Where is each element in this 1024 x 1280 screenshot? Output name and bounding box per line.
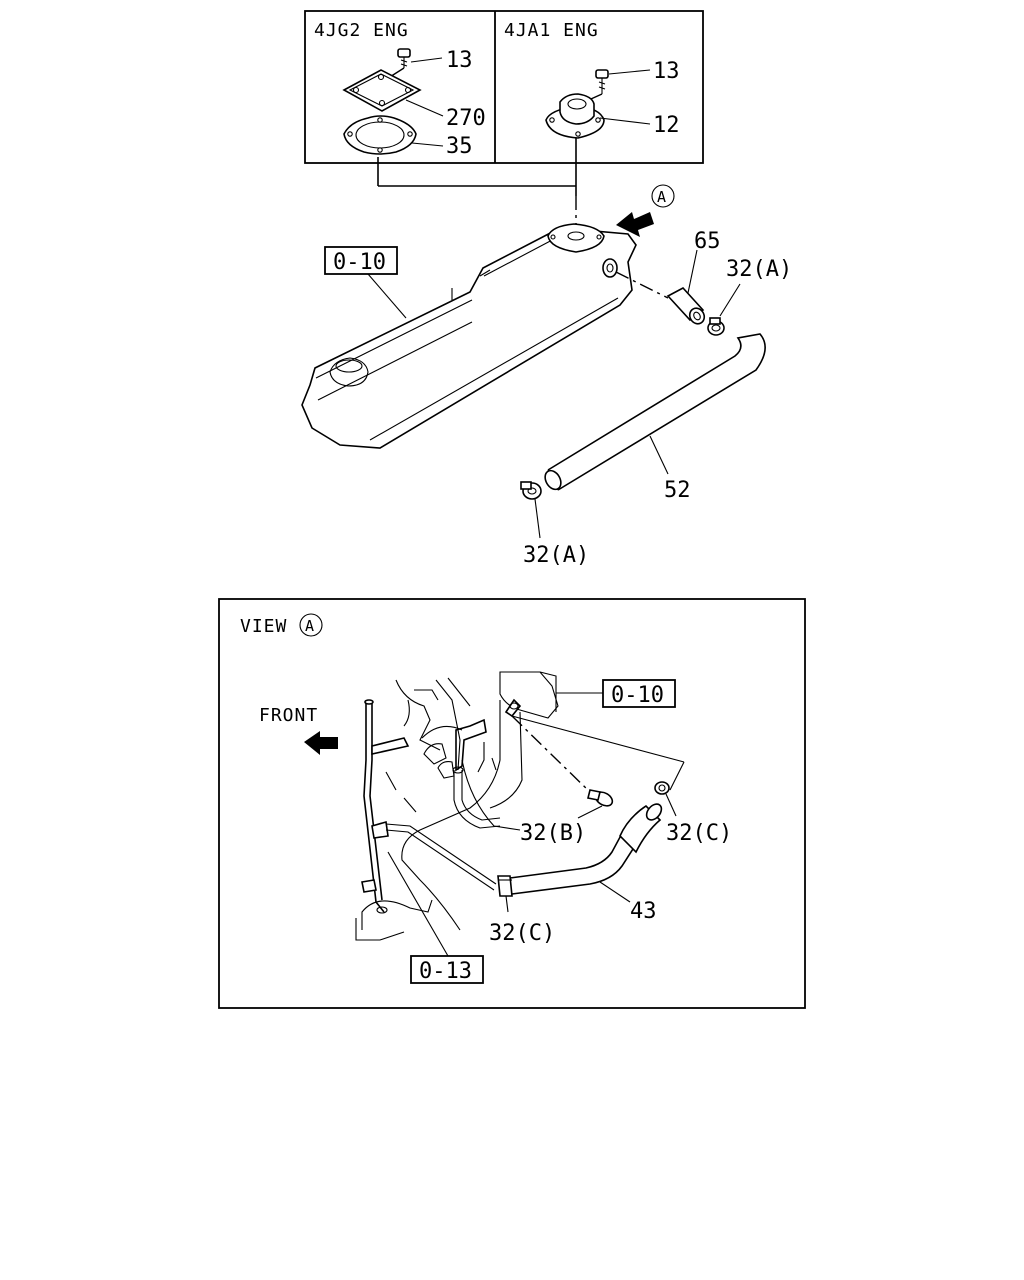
label-32a-top: 32(A) bbox=[726, 257, 792, 282]
ref-0-10-top: 0-10 bbox=[324, 246, 407, 319]
ref-0-10-view: 0-10 bbox=[556, 679, 676, 708]
pipe-65: 65 bbox=[666, 229, 721, 325]
label-32b: 32(B) bbox=[520, 821, 586, 846]
hose-43: 43 bbox=[507, 803, 663, 924]
ref-0-13-label: 0-13 bbox=[419, 959, 472, 984]
clip-32a-bottom: 32(A) bbox=[520, 481, 589, 568]
label-35: 35 bbox=[446, 134, 473, 159]
label-32c-bottom: 32(C) bbox=[489, 921, 555, 946]
dipstick-tube bbox=[361, 699, 410, 914]
ref-0-10-view-label: 0-10 bbox=[611, 683, 664, 708]
view-a-frame bbox=[218, 598, 806, 1009]
label-13-left: 13 bbox=[446, 48, 473, 73]
view-a-panel: VIEW A FRONT bbox=[218, 598, 806, 1009]
breather-cap-12-icon bbox=[545, 93, 651, 139]
clip-32b: 32(B) bbox=[520, 789, 614, 846]
front-arrow-icon bbox=[304, 731, 338, 755]
marker-a-top: A bbox=[657, 188, 666, 206]
view-a-direction-arrow: A bbox=[616, 184, 675, 237]
label-65: 65 bbox=[694, 229, 721, 254]
hose-52: 52 bbox=[544, 333, 766, 503]
inset-frame bbox=[304, 10, 704, 164]
label-52: 52 bbox=[664, 478, 691, 503]
inset-right-header: 4JA1 ENG bbox=[504, 20, 599, 41]
inset-left-header: 4JG2 ENG bbox=[314, 20, 409, 41]
engine-block-sketch bbox=[355, 671, 559, 941]
label-43: 43 bbox=[630, 899, 657, 924]
view-a-title: VIEW bbox=[240, 616, 287, 637]
label-12: 12 bbox=[653, 113, 680, 138]
upper-pipe bbox=[452, 718, 501, 829]
vent-hose-lower bbox=[385, 823, 497, 891]
ref-0-10-top-label: 0-10 bbox=[333, 250, 386, 275]
inset-connector-lines bbox=[377, 138, 577, 240]
view-a-marker: A bbox=[305, 617, 314, 635]
bolt-13-left-icon bbox=[384, 48, 443, 81]
view-leader-lines bbox=[511, 715, 685, 795]
clip-32a-top: 32(A) bbox=[707, 257, 792, 336]
gasket-35-icon bbox=[343, 115, 444, 155]
front-label: FRONT bbox=[259, 705, 318, 726]
engine-variant-insets: 4JG2 ENG 4JA1 ENG bbox=[304, 10, 704, 164]
clip-32c-bottom: 32(C) bbox=[489, 875, 555, 946]
label-270: 270 bbox=[446, 106, 486, 131]
label-13-right: 13 bbox=[653, 59, 680, 84]
rocker-cover bbox=[301, 223, 669, 449]
clip-32c-right: 32(C) bbox=[654, 781, 732, 846]
ref-0-13: 0-13 bbox=[387, 851, 484, 984]
label-32a-bottom: 32(A) bbox=[523, 543, 589, 568]
cover-plate-270-icon bbox=[342, 69, 444, 117]
vent-outlet bbox=[504, 698, 522, 718]
label-32c-right: 32(C) bbox=[666, 821, 732, 846]
